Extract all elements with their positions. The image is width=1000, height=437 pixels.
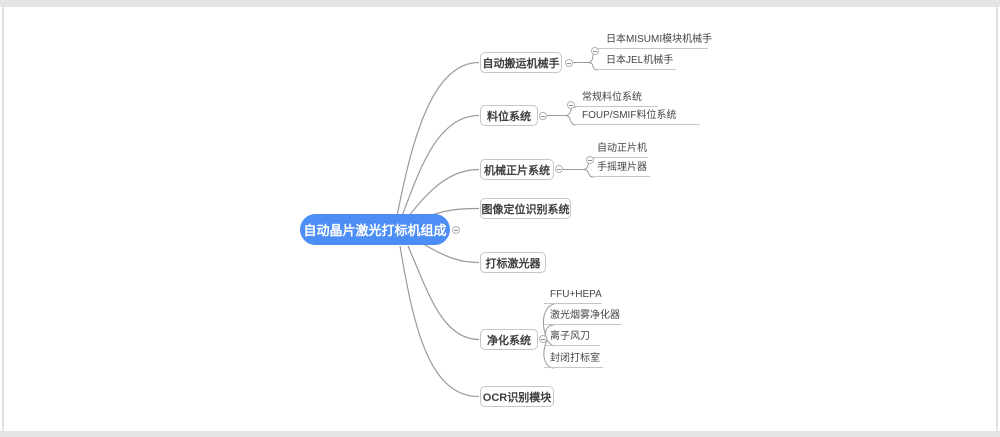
branch-node-material-level[interactable]: 料位系统 (480, 105, 538, 126)
collapse-icon[interactable] (567, 101, 575, 109)
child-node[interactable]: 手摇理片器 (592, 160, 650, 177)
collapse-icon[interactable] (539, 335, 547, 343)
child-node[interactable]: 封闭打标室 (544, 351, 603, 368)
branch-node-purification[interactable]: 净化系统 (480, 329, 538, 350)
child-node[interactable]: FFU+HEPA (544, 287, 602, 304)
child-node[interactable]: 离子风刀 (544, 329, 600, 346)
collapse-icon[interactable] (586, 156, 594, 164)
child-node[interactable]: 激光烟雾净化器 (544, 308, 622, 325)
branch-node-handling-robot[interactable]: 自动搬运机械手 (480, 52, 562, 73)
branch-node-wafer-aligning[interactable]: 机械正片系统 (480, 159, 554, 180)
collapse-icon[interactable] (565, 59, 573, 67)
child-node[interactable]: 自动正片机 (592, 141, 648, 158)
child-node[interactable]: 日本JEL机械手 (596, 53, 676, 70)
canvas-right-border (996, 7, 998, 431)
canvas-top-border (0, 0, 1000, 7)
canvas-left-border (2, 7, 4, 431)
child-node[interactable]: FOUP/SMIF料位系统 (574, 108, 700, 125)
collapse-icon[interactable] (452, 226, 460, 234)
root-node[interactable]: 自动晶片激光打标机组成 (300, 214, 450, 245)
collapse-icon[interactable] (539, 112, 547, 120)
branch-node-image-recognition[interactable]: 图像定位识别系统 (480, 198, 571, 219)
collapse-icon[interactable] (555, 165, 563, 173)
child-node[interactable]: 日本MISUMI模块机械手 (596, 32, 712, 49)
collapse-icon[interactable] (591, 47, 599, 55)
canvas-bottom-border (0, 431, 1000, 437)
child-node[interactable]: 常规料位系统 (574, 90, 658, 107)
branch-node-ocr[interactable]: OCR识别模块 (480, 386, 554, 407)
branch-node-marking-laser[interactable]: 打标激光器 (480, 252, 546, 273)
